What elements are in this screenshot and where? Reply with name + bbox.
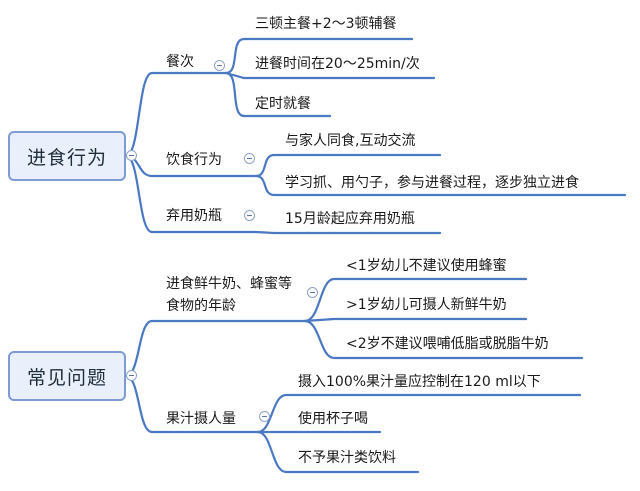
connector-line: [124, 319, 154, 378]
collapse-icon[interactable]: [126, 150, 137, 161]
leaf-no-lowfat-milk: <2岁不建议喂哺低脂或脱脂牛奶: [346, 336, 549, 352]
connector-line: [254, 174, 627, 197]
connector-line: [224, 37, 414, 75]
root-node-eating-behavior[interactable]: 进食行为: [8, 131, 126, 181]
leaf-no-honey: <1岁幼儿不建议使用蜂蜜: [346, 258, 507, 274]
collapse-icon[interactable]: [126, 370, 137, 381]
collapse-icon[interactable]: [244, 210, 255, 221]
leaf-regular-meals: 定时就餐: [255, 96, 311, 112]
collapse-icon[interactable]: [259, 411, 270, 422]
connector-line: [303, 319, 584, 360]
leaf-meal-duration: 进餐时间在20～25min/次: [255, 56, 420, 72]
collapse-icon[interactable]: [214, 60, 225, 71]
leaf-fresh-milk: >1岁幼儿可摄人新鲜牛奶: [346, 297, 507, 313]
connector-line: [124, 71, 154, 158]
leaf-self-feeding: 学习抓、用勺子，参与进餐过程，逐步独立进食: [285, 175, 579, 191]
connector-line: [256, 393, 582, 434]
leaf-use-cup: 使用杯子喝: [298, 411, 368, 427]
leaf-eat-with-family: 与家人同食,互动交流: [285, 133, 416, 149]
connector-line: [124, 374, 154, 434]
branch-drop-bottle[interactable]: 弃用奶瓶: [166, 208, 222, 224]
collapse-icon[interactable]: [307, 287, 318, 298]
branch-milk-honey-age[interactable]: 进食鲜牛奶、蜂蜜等食物的年龄: [166, 276, 292, 314]
connector-line: [254, 230, 442, 235]
leaf-no-juice-drinks: 不予果汁类饮料: [298, 450, 396, 466]
connector-line: [303, 277, 528, 323]
branch-diet-behavior[interactable]: 饮食行为: [166, 152, 222, 168]
root-label: 进食行为: [26, 146, 107, 169]
leaf-meal-plan: 三顿主餐+2～3顿辅餐: [255, 16, 397, 32]
connector-line: [254, 153, 442, 178]
connector-line: [224, 71, 332, 118]
leaf-juice-limit: 摄入100%果汁量应控制在120 ml以下: [298, 374, 541, 390]
connector-line: [224, 71, 436, 80]
connector-line: [256, 430, 420, 474]
branch-meal-times[interactable]: 餐次: [166, 54, 194, 70]
branch-juice-intake[interactable]: 果汁摄人量: [166, 411, 236, 427]
collapse-icon[interactable]: [244, 153, 255, 164]
root-label: 常见问题: [26, 366, 107, 389]
root-node-common-problems[interactable]: 常见问题: [8, 351, 126, 401]
connector-line: [303, 317, 528, 323]
leaf-drop-bottle-age: 15月龄起应弃用奶瓶: [285, 211, 415, 227]
